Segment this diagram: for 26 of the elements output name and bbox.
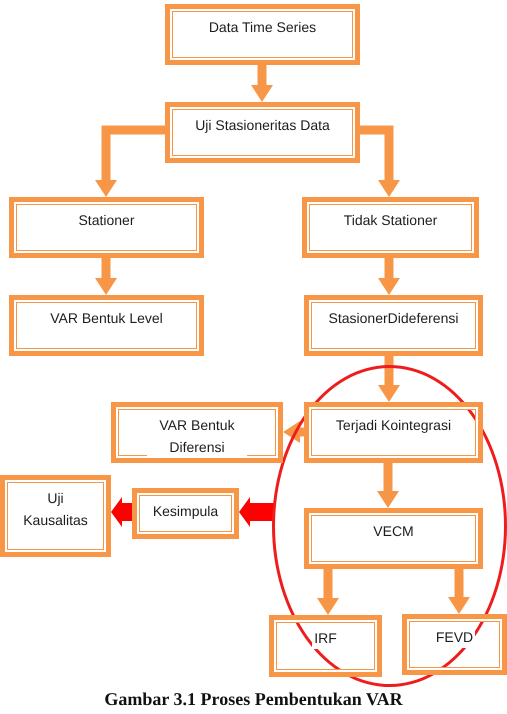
arrow: [111, 497, 132, 527]
arrow: [377, 463, 399, 508]
process-box: [402, 614, 507, 675]
arrow: [95, 258, 117, 295]
process-box: [269, 615, 382, 677]
arrow: [251, 65, 273, 102]
process-box: [304, 402, 483, 463]
process-box: [111, 402, 283, 463]
highlight-ellipse: [272, 365, 507, 687]
process-box: [0, 475, 111, 557]
process-box: [9, 197, 204, 258]
process-box: [132, 488, 239, 539]
arrow: [283, 421, 304, 443]
arrow: [360, 126, 400, 197]
arrow: [317, 569, 339, 615]
process-box: [9, 295, 204, 356]
process-box: [165, 4, 360, 65]
process-box: [302, 197, 479, 258]
figure-caption: Gambar 3.1 Proses Pembentukan VAR: [103, 689, 404, 710]
arrow: [448, 569, 470, 614]
arrow: [378, 258, 400, 295]
process-box: [304, 508, 483, 569]
arrow: [239, 497, 274, 527]
arrow: [95, 126, 165, 197]
process-box: [304, 295, 483, 356]
process-box: [165, 102, 360, 163]
